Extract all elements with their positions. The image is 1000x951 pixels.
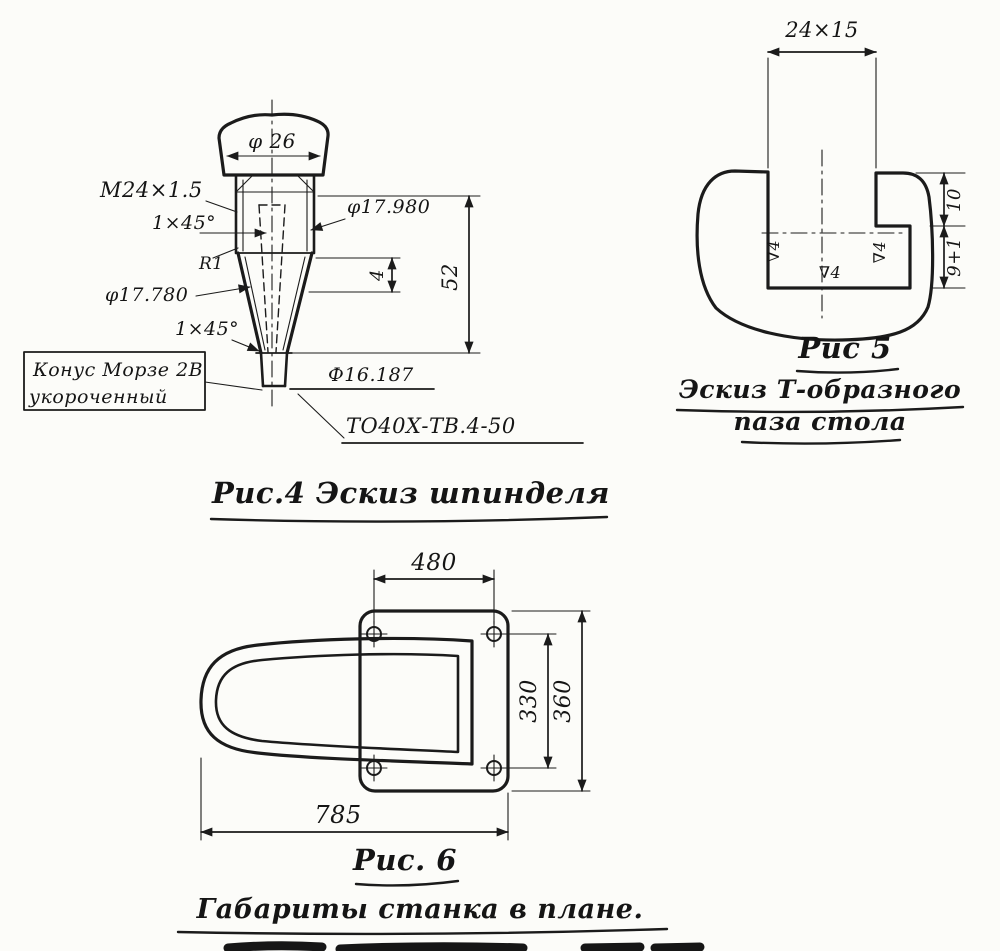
dim-m24-label: М24×1.5 <box>99 178 203 202</box>
fig5-tslot-sketch: 24×15 10 9+1 ∇4 ∇4 ∇4 Рис 5 Эскиз Т- <box>675 18 966 445</box>
fig5-caption-line3: паза стола <box>733 407 906 436</box>
spindle-internal-taper-hidden-lines <box>258 204 286 353</box>
machine-body-outer-outline <box>199 636 474 766</box>
dim-phi17780: φ17.780 <box>105 284 251 306</box>
morse-taper-note: Конус Морзе 2В укороченный <box>23 351 263 411</box>
roughness-mark-left: ∇4 <box>764 240 783 262</box>
dim-52-label: 52 <box>438 263 462 291</box>
bolt-holes <box>360 620 508 782</box>
dim-785: 785 <box>200 757 509 841</box>
fig6-caption-line1: Рис. 6 <box>352 843 457 877</box>
fig4-caption: Рис.4 Эскиз шпинделя <box>211 476 610 510</box>
dim-phi17780-label: φ17.780 <box>105 284 188 306</box>
dim-m24: М24×1.5 <box>99 178 238 213</box>
spindle-nose-section <box>259 351 289 388</box>
note-line2: укороченный <box>28 386 168 408</box>
fig6-caption2-underline <box>176 927 669 936</box>
dim-360-label: 360 <box>551 679 576 723</box>
note-box <box>23 351 206 411</box>
dim-24x15-label: 24×15 <box>784 18 859 42</box>
dim-phi26-label: φ 26 <box>248 129 296 153</box>
dim-330-label: 330 <box>517 679 542 723</box>
fig4-caption-group: Рис.4 Эскиз шпинделя <box>209 476 610 523</box>
flange-plate-outline <box>358 609 510 793</box>
fig4-spindle-sketch: φ 26 <box>23 99 610 523</box>
fig5-caption-line2: Эскиз Т-образного <box>679 375 961 404</box>
dim-phi17980: φ17.980 <box>310 196 430 231</box>
fig5-caption-group: Рис 5 Эскиз Т-образного паза стола <box>675 331 965 445</box>
dim-phi16187: Ф16.187 <box>289 364 435 390</box>
fig6-caption-group: Рис. 6 Габариты станка в плане. <box>176 843 669 936</box>
dim-480-label: 480 <box>410 550 456 576</box>
machine-body-inner-outline <box>214 652 460 754</box>
fig5-caption1-underline <box>795 367 900 374</box>
dim-phi26: φ 26 <box>226 129 321 161</box>
material-spec: ТО40Х-ТВ.4-50 <box>297 393 584 444</box>
fig4-caption-underline <box>209 515 609 523</box>
note-line1: Конус Морзе 2В <box>32 359 203 381</box>
dim-phi16187-label: Ф16.187 <box>328 364 414 386</box>
fig6-plan-sketch: 480 330 360 785 Рис. 6 Габариты стан <box>176 550 669 936</box>
roughness-mark-center: ∇4 <box>819 263 841 282</box>
spindle-cap-outline <box>217 112 330 177</box>
dim-24x15: 24×15 <box>767 18 877 169</box>
dim-10-label: 10 <box>944 188 965 212</box>
bottom-crop-artifact <box>223 941 705 951</box>
dim-chamfer-bottom: 1×45° <box>175 318 260 352</box>
tslot-section-outline <box>695 169 935 342</box>
dim-52: 52 <box>290 195 481 354</box>
spindle-cone-section <box>236 251 314 355</box>
fig5-caption3-underline <box>740 438 902 445</box>
dim-chamfer-top: 1×45° <box>152 212 267 238</box>
roughness-mark-right: ∇4 <box>870 241 889 263</box>
dim-360: 360 <box>511 610 591 792</box>
dim-480: 480 <box>373 550 495 625</box>
dim-chamfer-top-label: 1×45° <box>152 212 216 234</box>
dim-330: 330 <box>502 633 557 769</box>
fig5-caption2-underline <box>675 405 965 414</box>
dim-10-and-9plus1: 10 9+1 <box>915 172 966 289</box>
dim-4: 4 <box>308 257 401 293</box>
spindle-thread-section <box>234 173 316 255</box>
dim-chamfer-bottom-label: 1×45° <box>175 318 239 340</box>
fig6-caption1-underline <box>354 879 460 887</box>
dim-4-label: 4 <box>367 269 388 282</box>
dim-9plus1-label: 9+1 <box>944 237 965 277</box>
fig5-caption-line1: Рис 5 <box>797 331 891 365</box>
dim-r1: R1 <box>198 247 239 274</box>
dim-r1-label: R1 <box>198 254 224 274</box>
dim-785-label: 785 <box>314 801 361 829</box>
dim-phi17980-label: φ17.980 <box>347 196 430 218</box>
material-spec-label: ТО40Х-ТВ.4-50 <box>346 414 516 438</box>
fig6-caption-line2: Габариты станка в плане. <box>196 894 644 925</box>
